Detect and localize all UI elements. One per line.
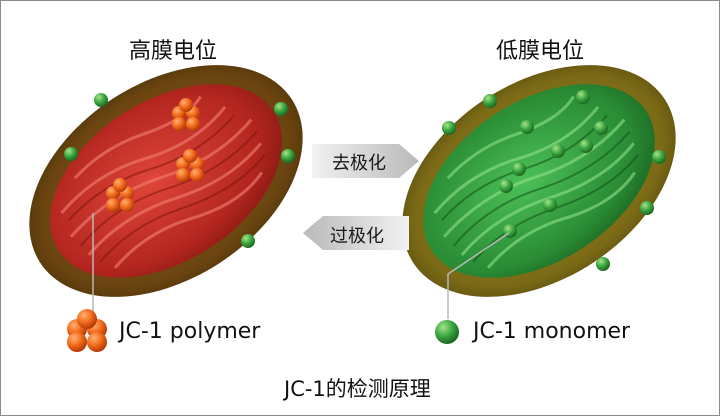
arrow-left-label: 过极化 xyxy=(330,226,384,247)
right-title: 低膜电位 xyxy=(496,39,585,64)
left-title: 高膜电位 xyxy=(129,39,218,64)
polymer-cluster xyxy=(172,98,200,131)
polymer-legend-icon xyxy=(67,309,107,352)
arrow-hyperpolarization xyxy=(303,216,409,250)
arrow-right-label: 去极化 xyxy=(332,153,386,174)
monomer-legend-icon xyxy=(435,320,459,344)
mitochondrion-high-potential xyxy=(29,65,303,297)
monomer-dots-inside xyxy=(499,90,608,238)
diagram-caption: JC-1的检测原理 xyxy=(284,377,431,401)
polymer-cluster xyxy=(176,149,204,182)
arrow-depolarization xyxy=(312,144,419,178)
monomer-pointer-line xyxy=(447,232,510,275)
mitochondrion-low-potential xyxy=(402,65,676,297)
legend-monomer-label: JC-1 monomer xyxy=(473,319,631,344)
polymer-cluster xyxy=(106,178,134,212)
legend-polymer-label: JC-1 polymer xyxy=(119,319,261,344)
monomer-dots-outside xyxy=(64,93,666,271)
